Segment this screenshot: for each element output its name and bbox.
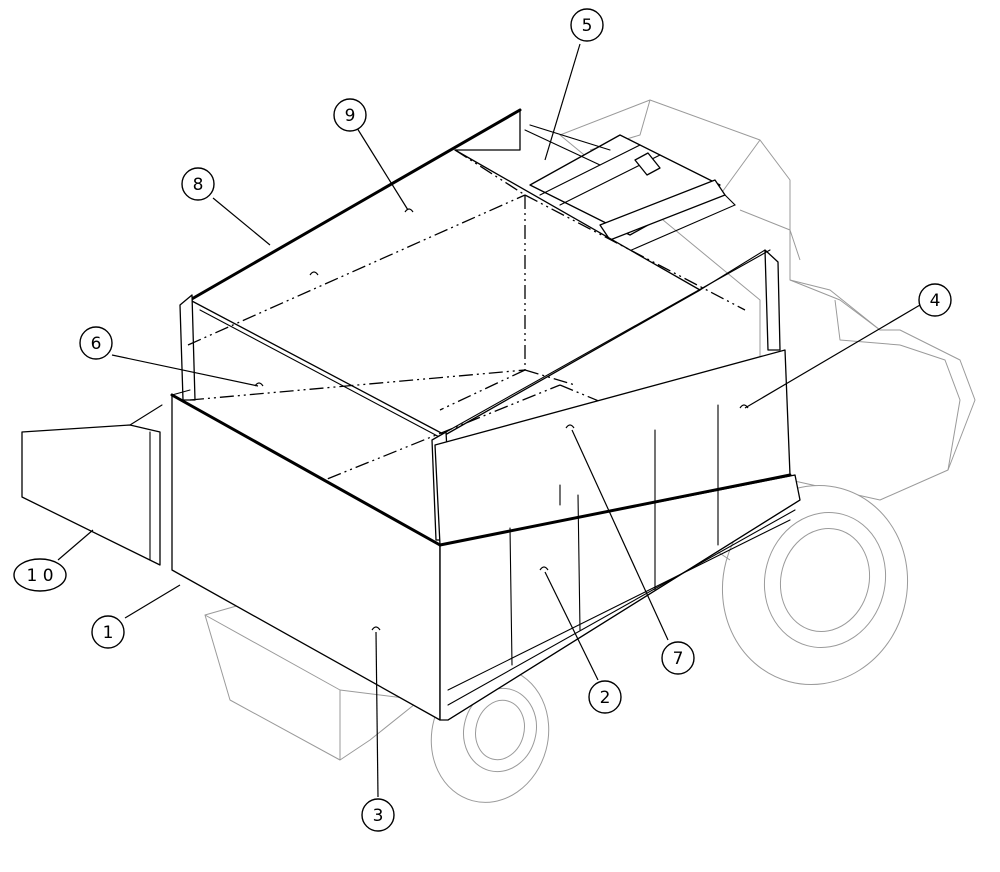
bezel-panel bbox=[21, 424, 161, 566]
callout-8: 8 bbox=[181, 167, 215, 201]
callout-9: 9 bbox=[333, 98, 367, 132]
callout-10-label: 1 0 bbox=[26, 566, 53, 586]
callout-5-label: 5 bbox=[582, 16, 593, 36]
callout-7: 7 bbox=[661, 641, 695, 675]
cab-body bbox=[170, 349, 801, 721]
callout-2-label: 2 bbox=[600, 688, 611, 708]
front-bezel bbox=[21, 404, 163, 566]
callout-4: 4 bbox=[918, 283, 952, 317]
callout-6: 6 bbox=[79, 326, 113, 360]
leader-lines bbox=[57, 43, 921, 798]
callout-3: 3 bbox=[361, 798, 395, 832]
callout-7-label: 7 bbox=[673, 649, 684, 669]
callout-10: 1 0 bbox=[13, 558, 67, 592]
callout-2: 2 bbox=[588, 680, 622, 714]
rear-post bbox=[764, 249, 781, 351]
rear-wheel bbox=[721, 485, 909, 685]
callout-8-label: 8 bbox=[193, 175, 204, 195]
callout-9-label: 9 bbox=[345, 106, 356, 126]
callout-4-label: 4 bbox=[930, 291, 941, 311]
callout-1: 1 bbox=[91, 615, 125, 649]
callout-3-label: 3 bbox=[373, 806, 384, 826]
callout-1-label: 1 bbox=[103, 623, 114, 643]
left-post bbox=[179, 294, 196, 401]
callout-5: 5 bbox=[570, 8, 604, 42]
callout-6-label: 6 bbox=[91, 334, 102, 354]
